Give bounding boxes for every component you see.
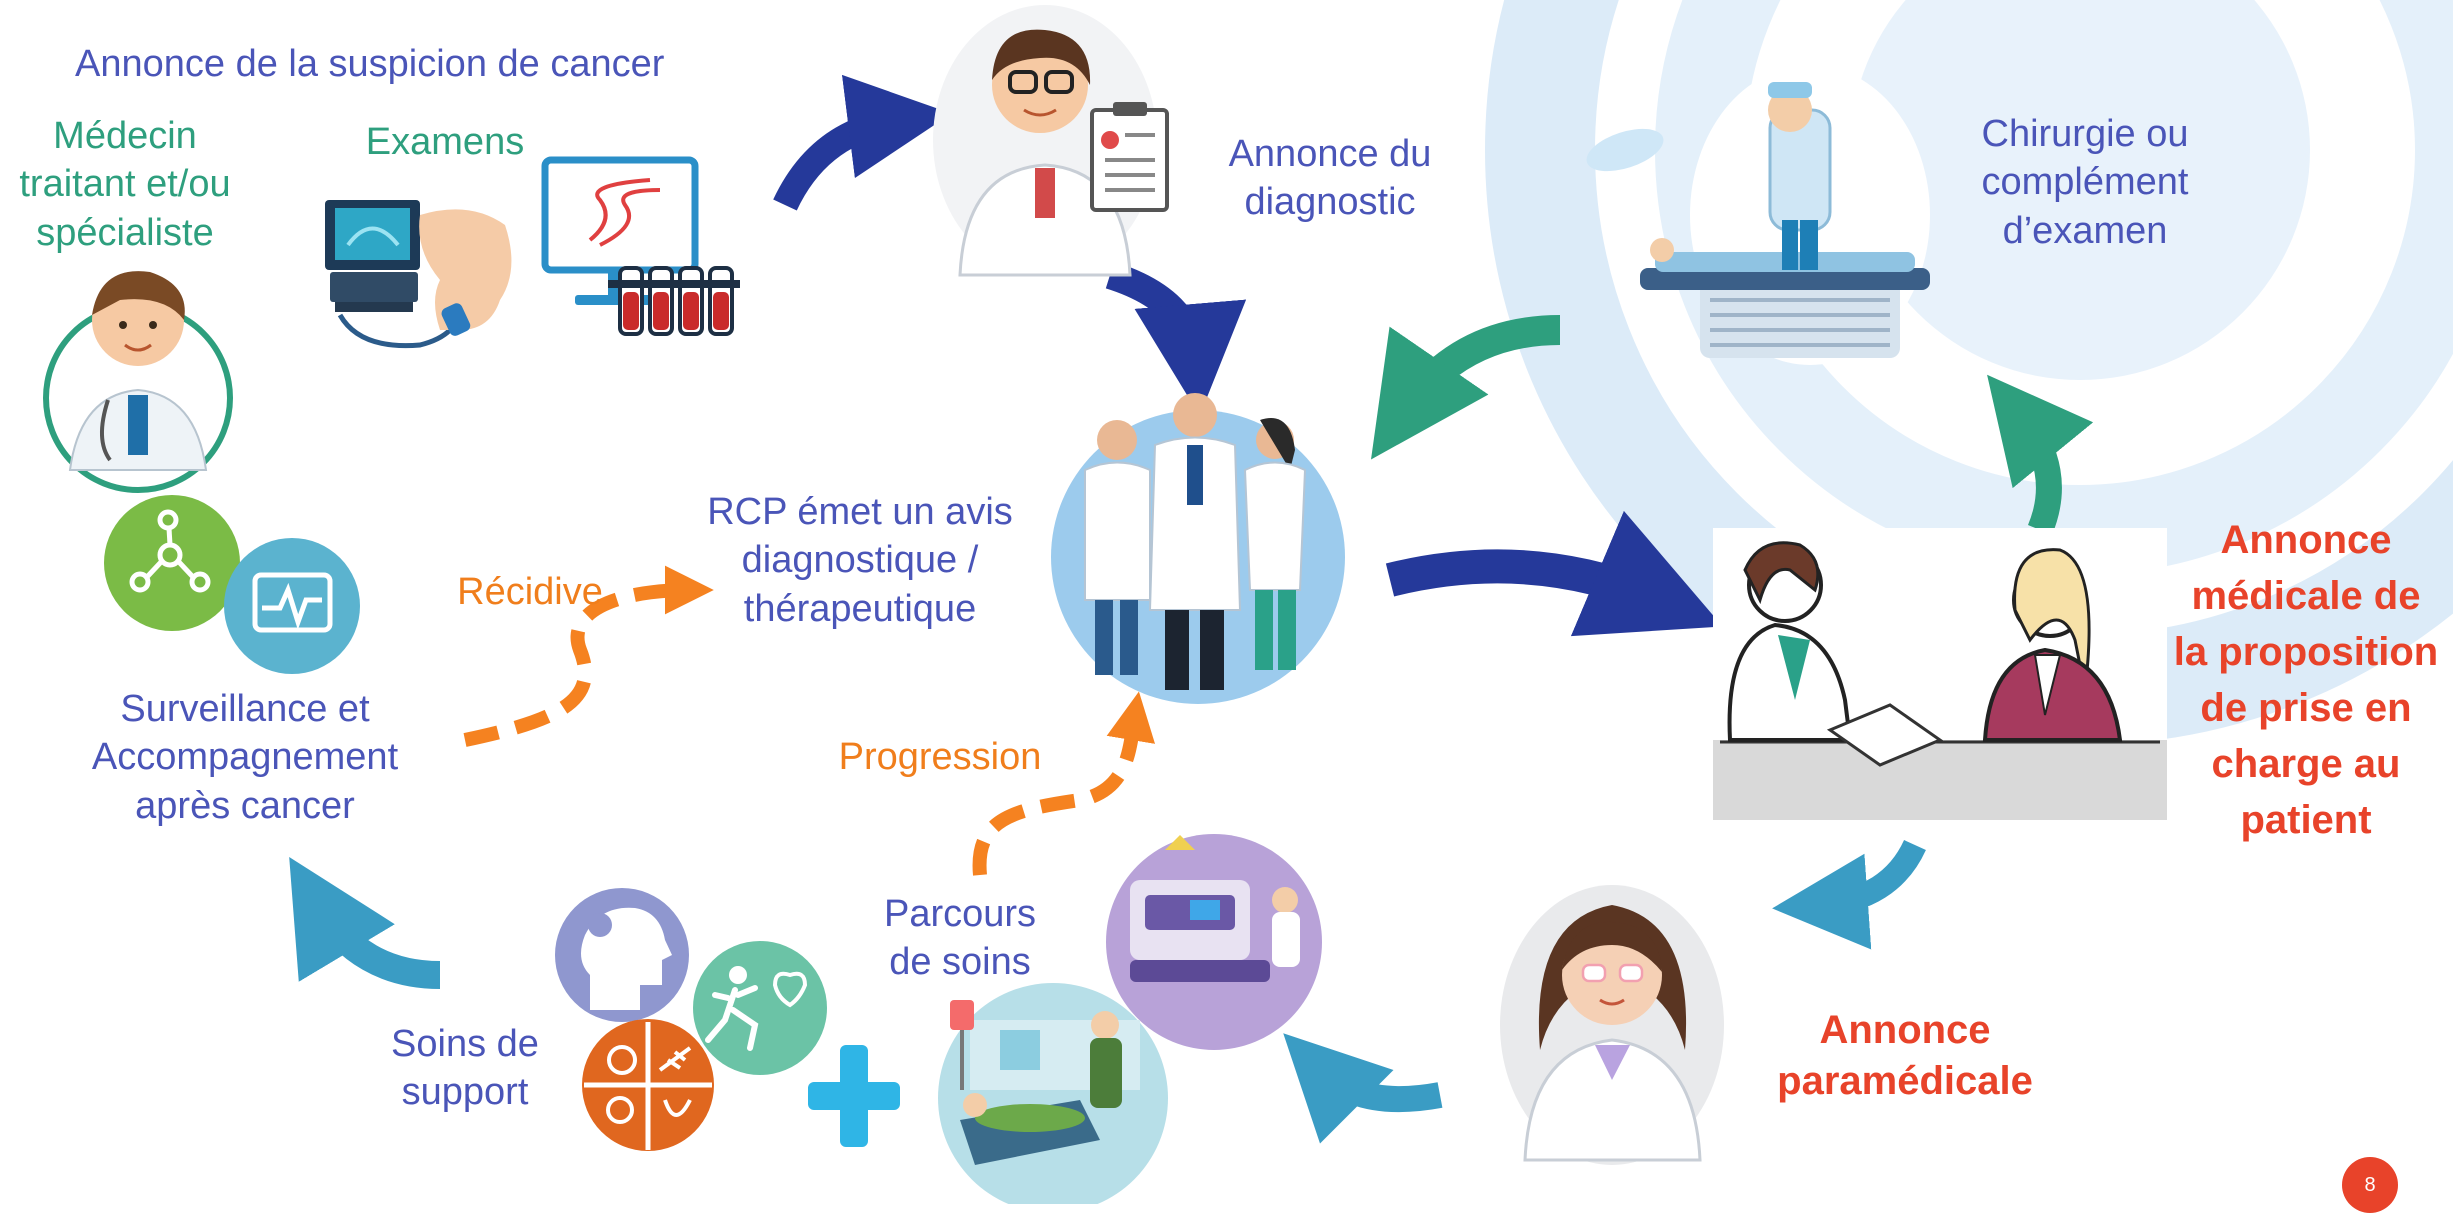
arrow-chirurgie-to-rcp bbox=[1370, 315, 1561, 460]
label-annonce-medicale-line-4: de prise en bbox=[2200, 686, 2412, 730]
label-annonce-diagnostic: Annonce du diagnostic bbox=[1195, 130, 1465, 227]
label-medecin: Médecin traitant et/ou spécialiste bbox=[0, 112, 250, 257]
arrow-recidive bbox=[463, 565, 714, 747]
dna-test-icon bbox=[541, 156, 740, 336]
label-parcours-line-1: Parcours bbox=[883, 893, 1037, 935]
label-medecin-line-2: traitant et/ou bbox=[19, 163, 231, 206]
label-annonce-paramedicale-line-1: Annonce bbox=[1819, 1008, 1991, 1052]
label-surveillance: Surveillance et Accompagnement après can… bbox=[70, 685, 420, 830]
doctor-avatar-icon bbox=[43, 271, 233, 493]
label-soins-support-line-2: support bbox=[401, 1071, 529, 1114]
nurse-icon bbox=[1500, 885, 1724, 1165]
label-chirurgie-line-2: complément bbox=[1981, 161, 2189, 204]
arrow-consultation-to-chirurgie bbox=[1987, 374, 2094, 535]
arrow-diagnostic-to-rcp bbox=[1105, 261, 1247, 416]
label-surveillance-line-2: Accompagnement bbox=[91, 736, 399, 779]
running-icon bbox=[693, 941, 827, 1075]
label-examens: Examens bbox=[365, 121, 525, 163]
label-suspicion: Annonce de la suspicion de cancer bbox=[75, 43, 665, 85]
label-chirurgie-line-1: Chirurgie ou bbox=[1981, 113, 2189, 155]
label-progression: Progression bbox=[838, 736, 1042, 778]
doctor-clipboard-icon bbox=[933, 5, 1169, 277]
label-soins-support: Soins de support bbox=[365, 1020, 565, 1117]
label-annonce-medicale: Annonce médicale de la proposition de pr… bbox=[2160, 512, 2452, 848]
monitor-icon bbox=[224, 538, 360, 674]
arrow-progression bbox=[972, 691, 1156, 876]
arrow-support-to-surveillance bbox=[289, 856, 441, 989]
label-parcours: Parcours de soins bbox=[860, 890, 1060, 987]
plus-icon bbox=[808, 1045, 900, 1147]
radiotherapy-icon bbox=[1106, 834, 1322, 1050]
label-rcp-line-2: diagnostique / bbox=[741, 539, 979, 582]
label-medecin-line-1: Médecin bbox=[53, 115, 197, 157]
arrow-consultation-to-nurse bbox=[1772, 839, 1926, 950]
label-surveillance-line-3: après cancer bbox=[135, 784, 355, 827]
label-annonce-diagnostic-line-2: diagnostic bbox=[1244, 181, 1416, 224]
label-soins-support-line-1: Soins de bbox=[391, 1023, 539, 1065]
label-annonce-medicale-line-6: patient bbox=[2240, 798, 2372, 842]
label-annonce-medicale-line-3: la proposition bbox=[2173, 630, 2439, 674]
label-chirurgie: Chirurgie ou complément d’examen bbox=[1945, 110, 2225, 255]
label-surveillance-line-1: Surveillance et bbox=[120, 688, 370, 730]
label-rcp-line-3: thérapeutique bbox=[743, 587, 977, 630]
label-rcp-line-1: RCP émet un avis bbox=[707, 491, 1013, 533]
arrow-examens-to-diagnostic bbox=[773, 74, 952, 211]
label-medecin-line-3: spécialiste bbox=[36, 211, 214, 254]
label-chirurgie-line-3: d’examen bbox=[2002, 209, 2168, 252]
label-annonce-medicale-line-1: Annonce bbox=[2220, 518, 2392, 562]
arrow-rcp-to-consultation bbox=[1385, 510, 1723, 637]
nutrition-icon bbox=[582, 1019, 714, 1151]
ultrasound-icon bbox=[325, 200, 512, 349]
hospital-care-icon bbox=[938, 983, 1168, 1204]
label-annonce-paramedicale-line-2: paramédicale bbox=[1777, 1058, 2033, 1103]
consultation-icon bbox=[1713, 528, 2167, 820]
network-icon bbox=[104, 495, 240, 631]
label-parcours-line-2: de soins bbox=[889, 941, 1031, 984]
psychology-icon bbox=[555, 888, 689, 1022]
label-annonce-medicale-line-5: charge au bbox=[2211, 742, 2401, 786]
label-recidive: Récidive bbox=[457, 571, 603, 613]
arrow-nurse-to-parcours bbox=[1283, 1033, 1443, 1144]
label-annonce-medicale-line-2: médicale de bbox=[2191, 574, 2421, 618]
page-number-badge: 8 bbox=[2342, 1157, 2398, 1213]
surgery-icon bbox=[1586, 65, 1930, 365]
label-annonce-diagnostic-line-1: Annonce du bbox=[1228, 133, 1432, 175]
label-annonce-paramedicale: Annonce paramédicale bbox=[1740, 1005, 2070, 1107]
label-rcp: RCP émet un avis diagnostique / thérapeu… bbox=[700, 488, 1020, 633]
medical-team-icon bbox=[1051, 393, 1345, 704]
